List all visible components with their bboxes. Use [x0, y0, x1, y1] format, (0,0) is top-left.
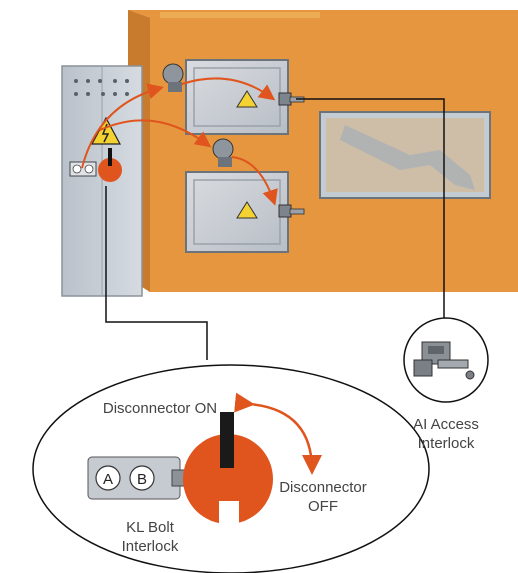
viewing-window [319, 111, 491, 199]
upper-guard-door [185, 59, 289, 135]
disconnector-on-label: Disconnector ON [102, 400, 218, 417]
kl-bolt-interlock-device: A B [87, 456, 187, 500]
hazard-warning-icon [236, 90, 258, 108]
kl-bolt-interlock-label: KL Bolt Interlock [121, 519, 179, 555]
door-interlock-bolt [278, 204, 305, 218]
disconnector-switch [98, 158, 122, 182]
indicator-lights [74, 79, 129, 96]
key-a-label: A [103, 471, 113, 488]
hazard-warning-icon [236, 201, 258, 219]
control-panel [61, 65, 143, 297]
disconnector-detail: A B [32, 364, 430, 573]
lower-guard-door [185, 171, 289, 253]
connector-lines [105, 98, 445, 360]
key-b-label: B [137, 471, 147, 488]
ai-access-interlock-detail [403, 317, 489, 403]
disconnector-off-label: Disconnector OFF [279, 479, 367, 515]
key-switch-lower [212, 138, 234, 167]
rotation-arrow [234, 392, 322, 475]
key-transfer-arrows [81, 77, 278, 206]
ai-access-interlock-label: AI Access Interlock [413, 416, 479, 452]
key-switch-upper [162, 63, 184, 92]
